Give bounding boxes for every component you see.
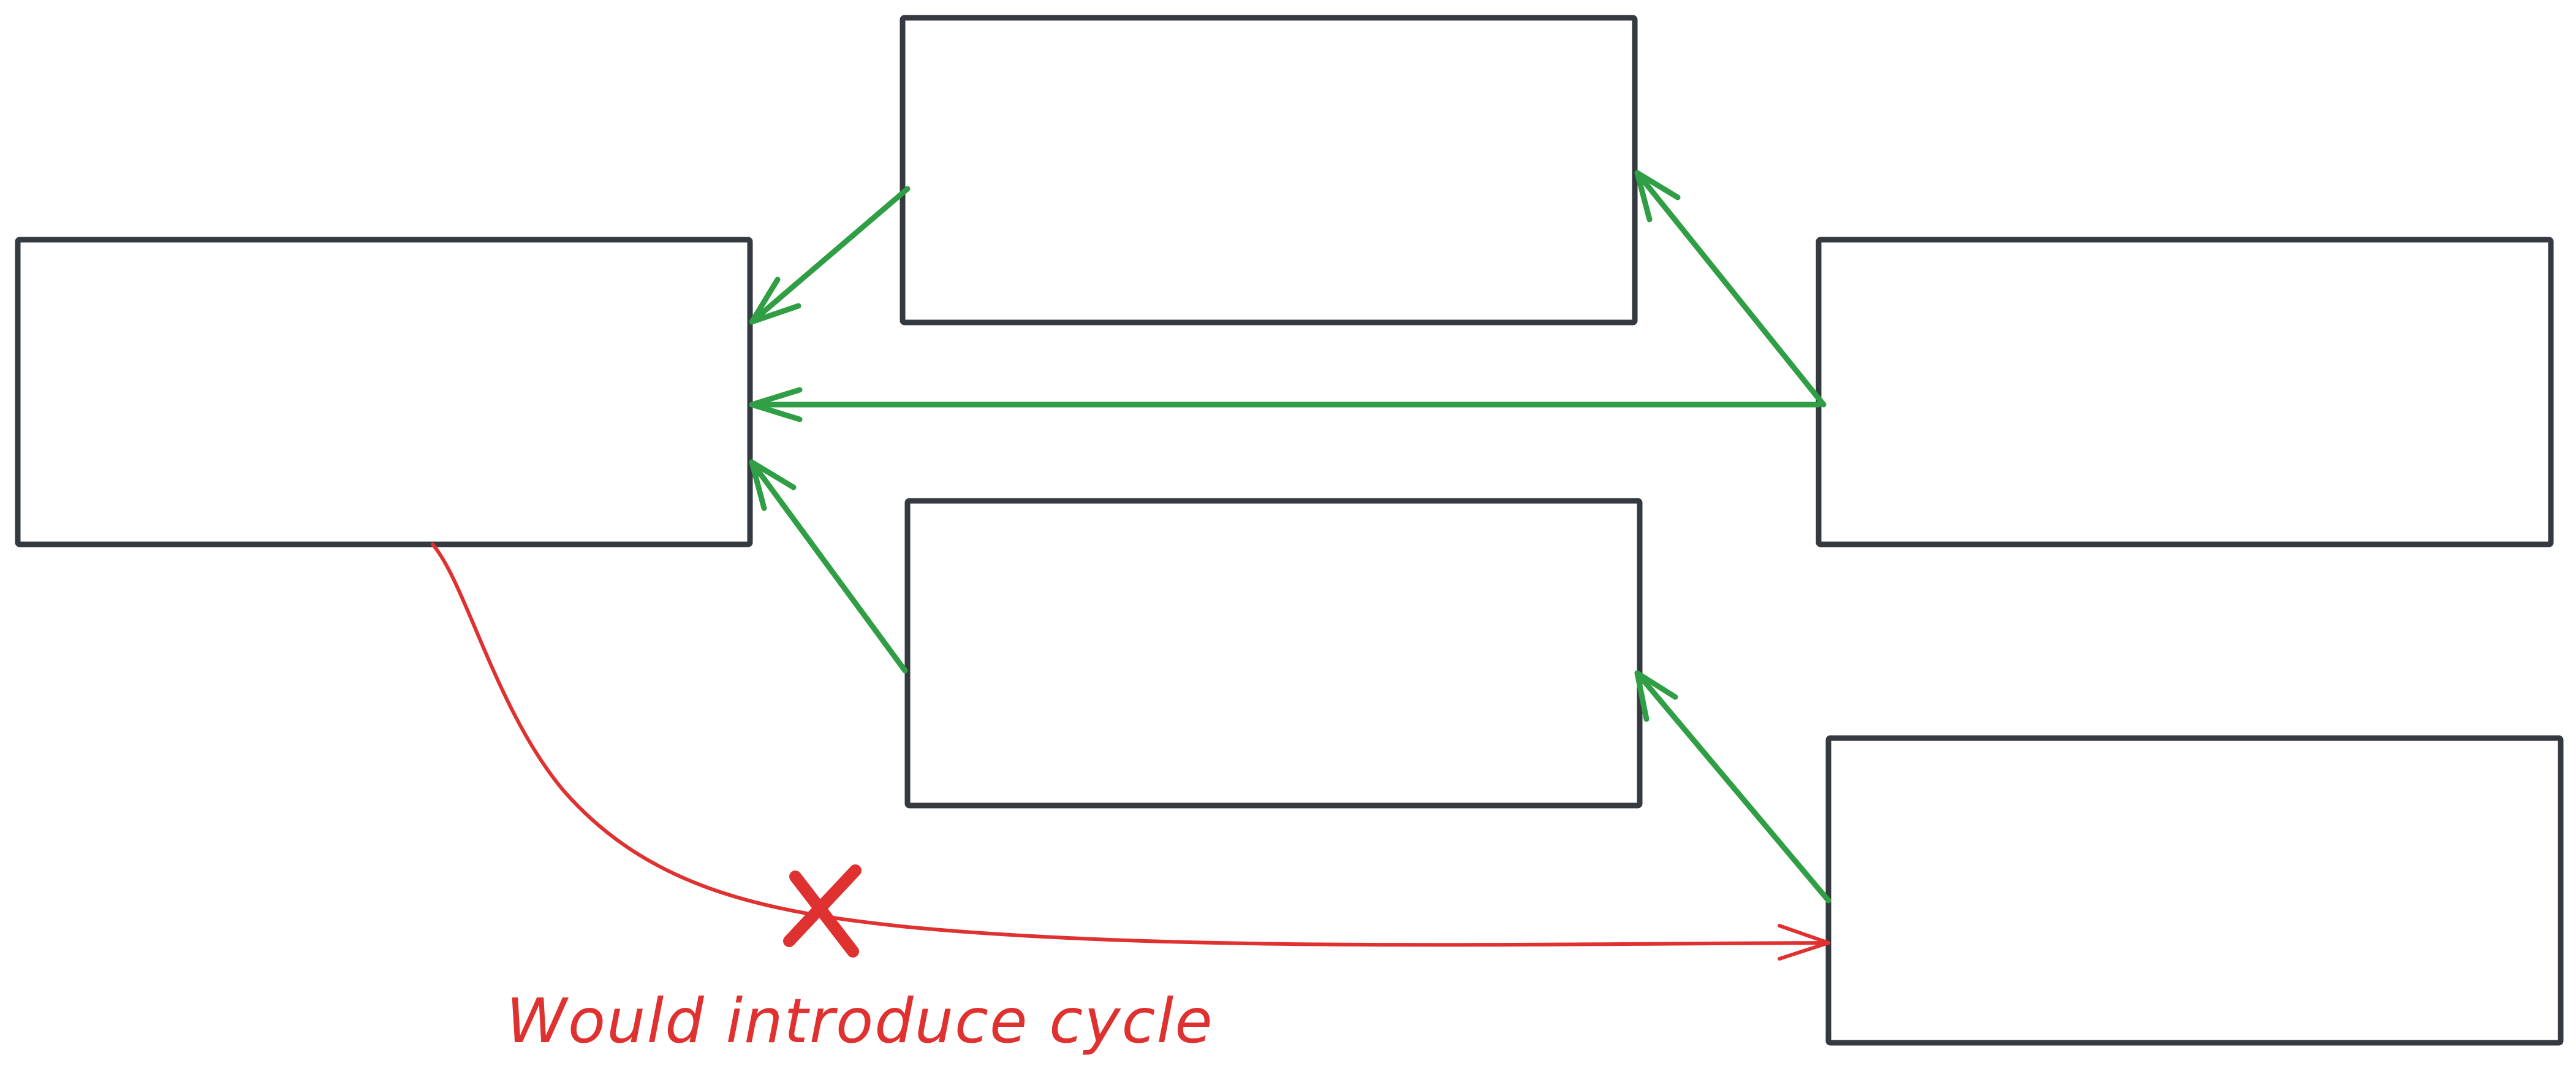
edge-bottom-middle-to-left	[749, 459, 908, 674]
node-right-top[interactable]	[1816, 237, 2554, 547]
edge-right-bottom-to-bottom-middle	[1634, 670, 1832, 904]
arrowhead	[749, 459, 797, 511]
edge-right-top-to-top-middle	[1634, 170, 1827, 408]
edge-right-top-to-left	[749, 387, 1822, 422]
arrowhead	[1634, 670, 1678, 722]
arrowhead	[1634, 170, 1681, 223]
arrowhead	[1778, 924, 1830, 961]
cycle-warning-label: Would introduce cycle	[506, 985, 1214, 1057]
node-right-bottom[interactable]	[1825, 735, 2564, 1046]
node-bottom-middle[interactable]	[904, 498, 1643, 809]
arrowhead	[749, 276, 801, 325]
node-top-middle[interactable]	[900, 15, 1638, 326]
node-left[interactable]	[15, 237, 753, 547]
edge-rejected-left-to-right-bottom	[431, 543, 1830, 961]
edge-top-middle-to-left	[749, 186, 911, 325]
cross-icon	[783, 864, 862, 958]
arrowhead	[749, 387, 803, 422]
